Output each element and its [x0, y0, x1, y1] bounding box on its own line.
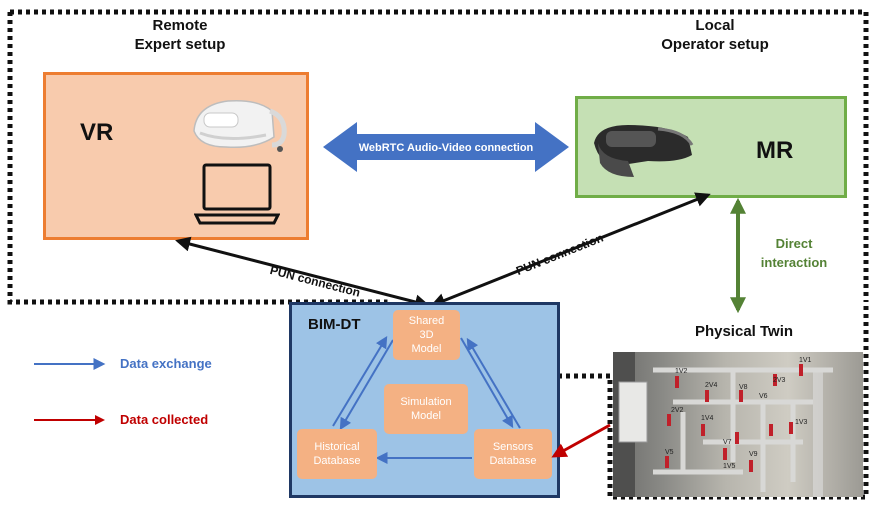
pun-right-arrow — [430, 192, 711, 308]
vr-label: VR — [80, 119, 114, 146]
webrtc-label-wrap: WebRTC Audio-Video connection — [323, 138, 569, 156]
local-heading: Local Operator setup — [645, 16, 785, 54]
simulation-model-text: Simulation Model — [400, 396, 452, 422]
historical-database-text: Historical Database — [313, 441, 361, 467]
local-title-line2: Operator setup — [661, 36, 769, 53]
mr-setup-box: MR — [575, 96, 847, 198]
direct-line2: interaction — [760, 255, 828, 270]
pun-left-arrow — [175, 236, 430, 310]
bim-dt-title: BIM-DT — [308, 316, 361, 333]
sensors-database-text: Sensors Database — [489, 441, 537, 467]
simulation-model-node: Simulation Model — [384, 384, 468, 434]
shared-3d-model-node: Shared 3D Model — [393, 310, 460, 360]
pipe-rig-illustration: 1V2 1V1 2V4 2V3 V8 V6 2V2 1V4 1V3 V7 V9 … — [613, 352, 833, 497]
valve-label: V9 — [749, 451, 758, 458]
local-title-line1: Local — [695, 17, 735, 34]
legend-exchange-label: Data exchange — [120, 356, 212, 371]
shared-3d-model-text: Shared 3D Model — [408, 315, 445, 355]
vr-headset-icon — [193, 99, 287, 152]
physical-twin-photo: 1V2 1V1 2V4 2V3 V8 V6 2V2 1V4 1V3 V7 V9 … — [613, 352, 863, 497]
physical-twin-title: Physical Twin — [694, 323, 794, 340]
valve-label: V6 — [759, 393, 768, 400]
valve-label: 2V2 — [671, 407, 684, 414]
webrtc-arrow — [323, 122, 569, 172]
valve-label: V5 — [665, 449, 674, 456]
valve-label: V7 — [723, 439, 732, 446]
webrtc-label: WebRTC Audio-Video connection — [358, 142, 534, 154]
historical-database-node: Historical Database — [297, 429, 377, 479]
laptop-icon — [194, 163, 280, 225]
valve-label: 1V2 — [675, 368, 688, 375]
mr-label: MR — [756, 137, 794, 164]
legend-collected-label: Data collected — [120, 412, 209, 427]
valve-label: 1V5 — [723, 463, 736, 470]
direct-line1: Direct — [775, 236, 813, 251]
direct-interaction-label: Direct interaction — [746, 234, 842, 272]
remote-title-line1: Remote — [152, 17, 208, 34]
valve-label: 2V3 — [773, 377, 786, 384]
valve-label: 1V1 — [799, 357, 812, 364]
vr-setup-box: VR — [43, 72, 309, 240]
remote-heading: Remote Expert setup — [120, 16, 240, 54]
remote-title-line2: Expert setup — [134, 36, 226, 53]
sensors-database-node: Sensors Database — [474, 429, 552, 479]
valve-label: 1V4 — [701, 415, 714, 422]
valve-label: 1V3 — [795, 419, 808, 426]
mr-headset-icon — [594, 125, 694, 177]
valve-label: 2V4 — [705, 382, 718, 389]
valve-label: V8 — [739, 384, 748, 391]
